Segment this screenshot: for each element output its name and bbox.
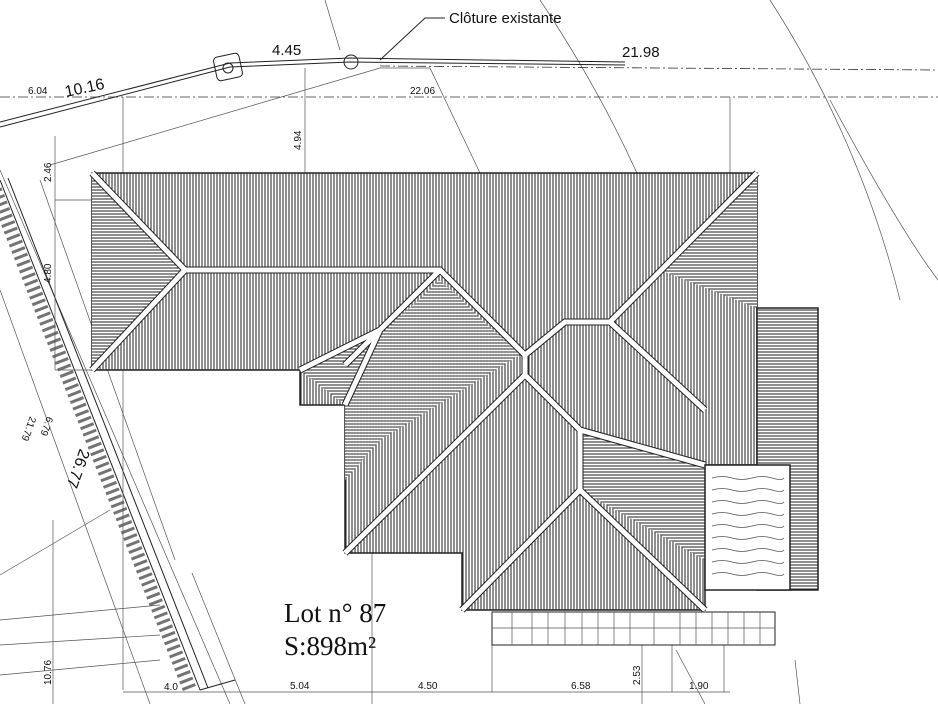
hedge-boundary — [0, 177, 236, 693]
dim-left-offset-top: 2.46 — [43, 162, 54, 182]
dim-setback-top: 4.94 — [293, 130, 304, 150]
dim-bottom-f: 1.90 — [689, 681, 709, 692]
dim-boundary-left: 26.77 — [63, 447, 93, 491]
dim-left-offset-mid: 4.80 — [43, 263, 54, 283]
dim-left-bottom: 10.76 — [43, 660, 54, 685]
dim-bottom-c: 4.50 — [418, 681, 438, 692]
dim-bottom-a: 4.0 — [164, 682, 178, 693]
fence-label: Clôture existante — [449, 10, 562, 27]
house-roof — [89, 170, 819, 646]
existing-fence — [0, 17, 626, 128]
lot-area: S:898m² — [284, 631, 376, 661]
dim-bottom-b: 5.04 — [290, 681, 310, 692]
dim-top-fence-a: 4.45 — [272, 42, 301, 59]
lot-number: Lot n° 87 — [284, 598, 386, 628]
dim-bottom-d: 6.58 — [571, 681, 591, 692]
pool — [704, 464, 791, 591]
dim-top-fence-b: 21.98 — [622, 44, 660, 61]
terrace — [491, 611, 776, 646]
dim-house-width: 22.06 — [410, 86, 435, 97]
roof-ridges — [89, 170, 760, 613]
dim-diag-b: 21.79 — [18, 415, 37, 443]
dimension-lines — [52, 68, 731, 704]
dim-top-left-a: 6.04 — [28, 86, 48, 97]
dim-bottom-e: 2.53 — [632, 665, 643, 685]
